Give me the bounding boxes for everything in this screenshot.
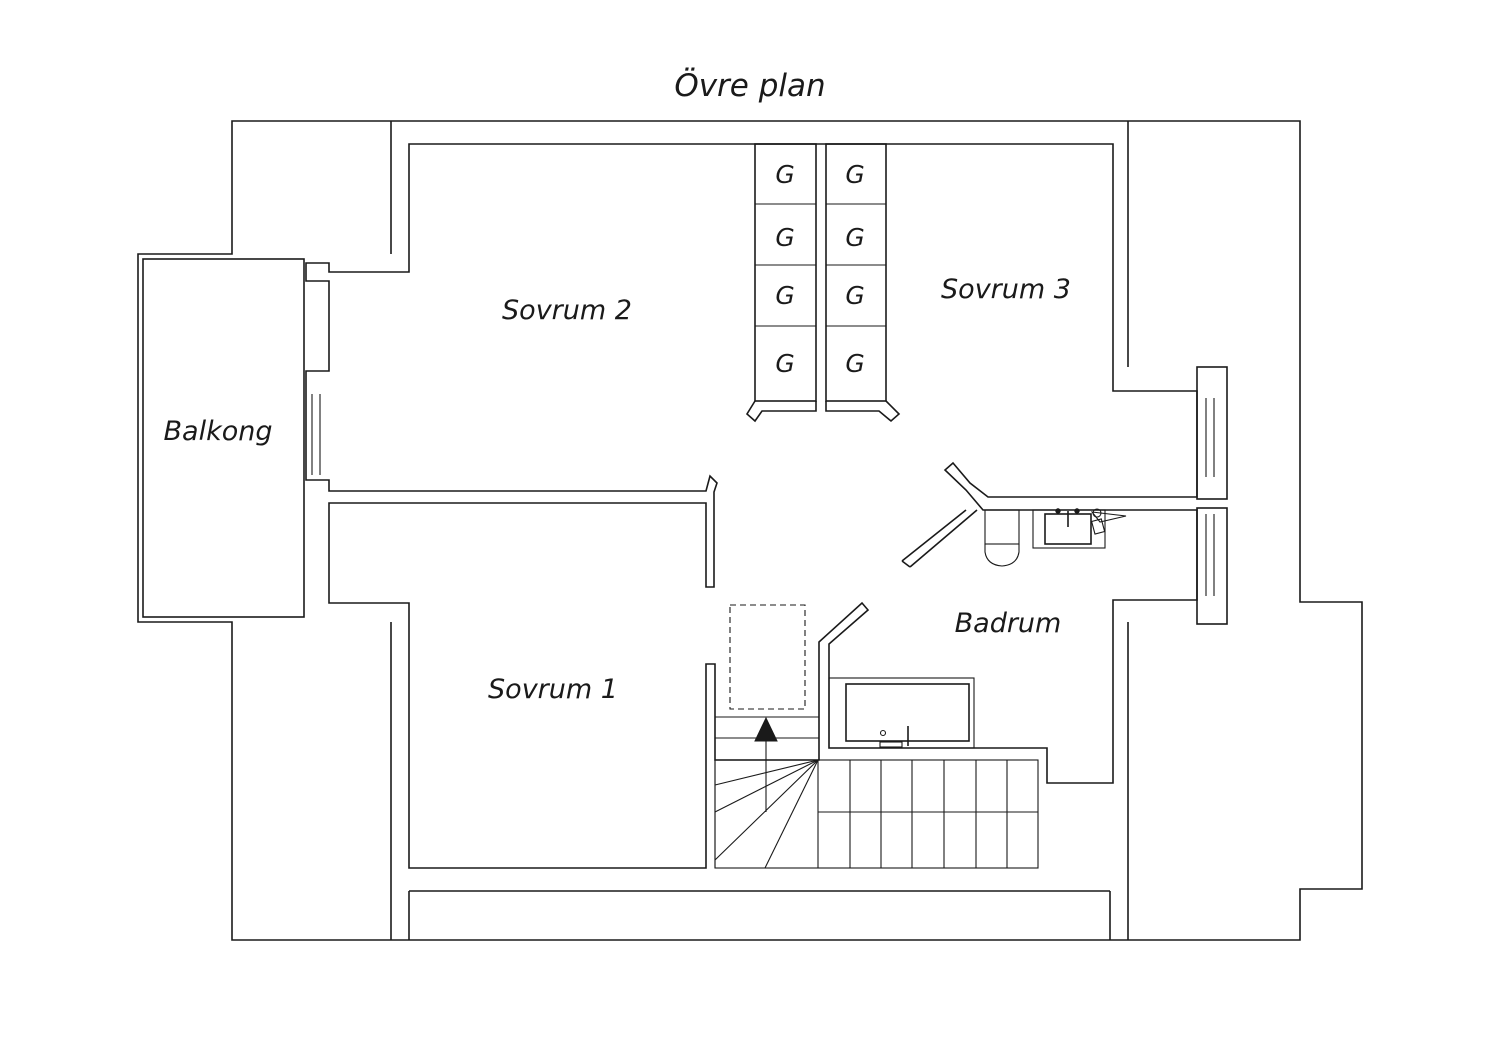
toilet — [984, 509, 1020, 567]
wardrobe-label: G — [775, 223, 794, 252]
floor-title: Övre plan — [674, 67, 825, 104]
room-label-sovrum-3: Sovrum 3 — [941, 274, 1071, 305]
room-label-sovrum-2: Sovrum 2 — [502, 295, 632, 326]
stair-arrow — [754, 716, 778, 812]
upper-inner-wall — [305, 143, 1198, 869]
dormer-walls — [390, 121, 1129, 940]
wardrobe-label: G — [775, 349, 794, 378]
room-label-balkong: Balkong — [164, 416, 273, 447]
sink — [1032, 508, 1127, 549]
wardrobe-label: G — [845, 223, 864, 252]
room-label-badrum: Badrum — [955, 608, 1062, 639]
right-windows — [1196, 366, 1228, 625]
wardrobe-labels: G G G G G G G G — [775, 160, 864, 378]
balcony — [142, 258, 305, 618]
wardrobe-label: G — [845, 160, 864, 189]
wardrobes — [745, 143, 901, 423]
bathtub — [828, 677, 975, 749]
staircase — [714, 716, 1039, 869]
wardrobe-label: G — [845, 349, 864, 378]
bathroom-diagonal-wall — [901, 509, 978, 568]
outer-outline — [137, 120, 1363, 941]
wardrobe-label: G — [775, 160, 794, 189]
wardrobe-label: G — [845, 281, 864, 310]
balcony-door — [311, 394, 321, 475]
wardrobe-label: G — [775, 281, 794, 310]
attic-hatch — [729, 604, 806, 710]
room-label-sovrum-1: Sovrum 1 — [488, 674, 618, 705]
